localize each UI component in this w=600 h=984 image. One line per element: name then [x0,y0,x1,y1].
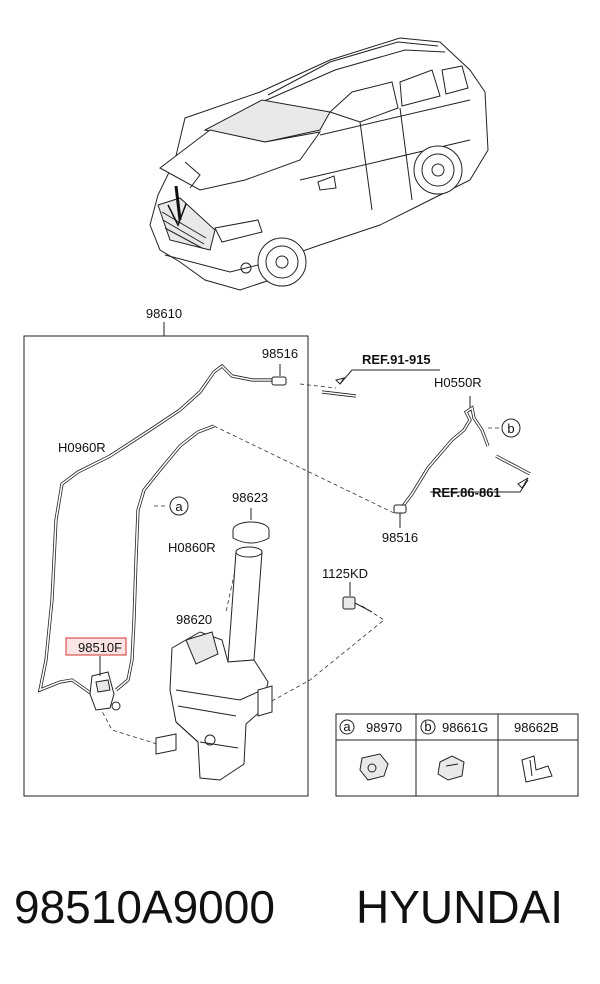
legend-key-b: b [424,719,431,734]
legend-table: a 98970 b 98661G 98662B [335,713,579,797]
label-98610: 98610 [146,306,182,321]
label-ref-86-861: REF.86-861 [432,485,501,500]
washer-pump [89,671,121,711]
label-h0860r: H0860R [168,540,216,555]
label-1125kd: 1125KD [322,566,368,581]
washer-reservoir [155,546,273,781]
part-number: 98510A9000 [14,881,275,933]
legend-part-98970: 98970 [366,720,402,735]
legend-key-a: a [343,719,351,734]
svg-text:b: b [507,421,514,436]
label-98620: 98620 [176,612,212,627]
label-98516-bottom: 98516 [382,530,418,545]
parts-diagram: a b 98610 98516 R [23,37,579,797]
clip-98662b-icon [521,755,553,783]
car-illustration [149,37,489,291]
legend-part-98661g: 98661G [442,720,488,735]
brand-name: HYUNDAI [356,881,564,933]
label-h0550r: H0550R [434,375,482,390]
label-ref-91-915: REF.91-915 [362,352,431,367]
clip-98661g-icon [437,755,465,781]
callout-a: a [169,496,189,516]
reservoir-cap [232,508,270,544]
label-h0960r: H0960R [58,440,106,455]
callout-b: b [501,418,521,438]
svg-text:a: a [175,499,183,514]
clip-98970-icon [359,753,389,781]
label-98516-top: 98516 [262,346,298,361]
highlight-box-98510f [65,637,127,656]
main-parts-box [23,335,309,797]
label-98623: 98623 [232,490,268,505]
nozzle-clip-top [271,364,287,386]
legend-part-98662b: 98662B [514,720,559,735]
bolt-1125kd [342,582,373,613]
nozzle-clip-bottom [393,504,407,528]
label-98510f: 98510F [78,640,122,655]
